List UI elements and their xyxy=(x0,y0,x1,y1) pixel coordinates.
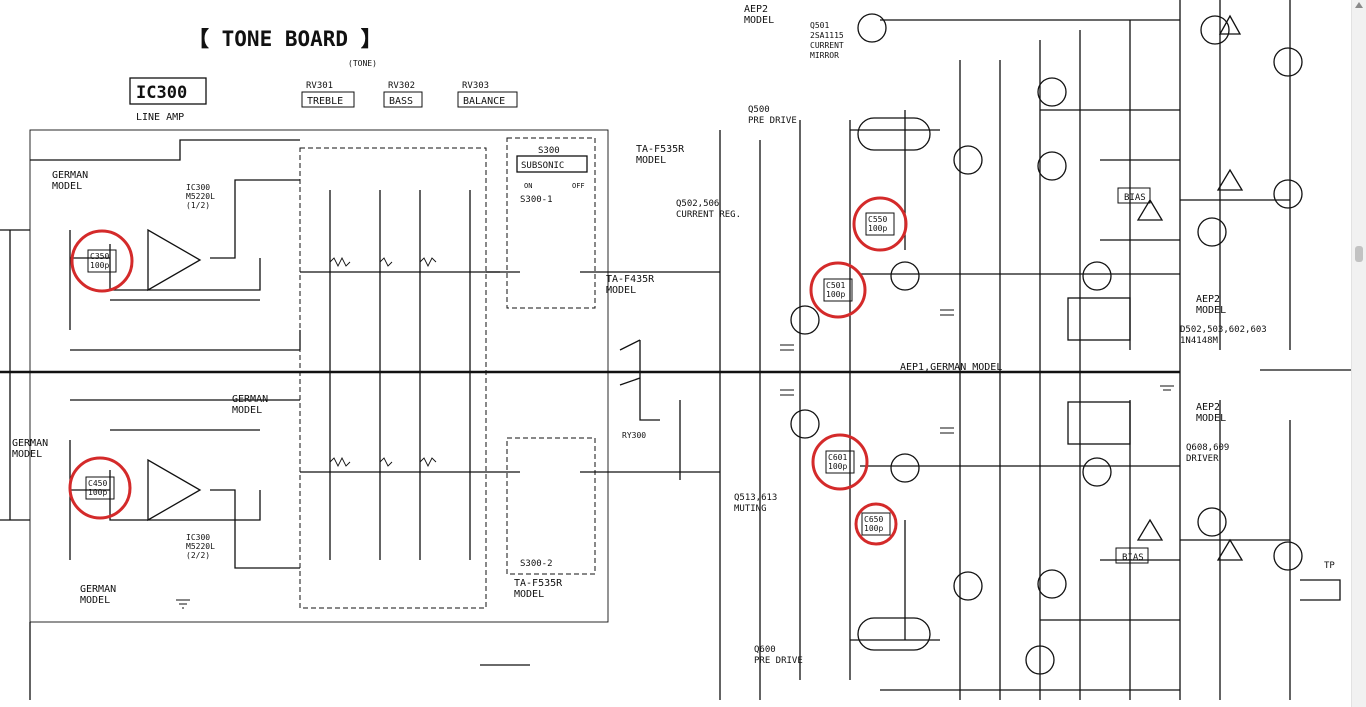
bias-label-lower: BIAS xyxy=(1122,553,1144,563)
diagram-title: 【 TONE BOARD 】 xyxy=(188,27,382,51)
model-aep1-german: AEP1,GERMAN MODEL xyxy=(900,362,1002,373)
ic300-sub-label: LINE AMP xyxy=(136,112,184,123)
capacitor-c350-box xyxy=(87,249,117,273)
capacitor-c601-value: 100p xyxy=(828,462,847,471)
test-point-tp: TP xyxy=(1324,561,1335,571)
capacitor-c501-box xyxy=(823,278,853,302)
control-box xyxy=(301,91,355,108)
capacitor-c501-value: 100p xyxy=(826,290,845,299)
capacitor-c450-value: 100p xyxy=(88,488,107,497)
control-ref-rv301: RV301 xyxy=(306,81,333,91)
bias-label-upper: BIAS xyxy=(1124,193,1146,203)
circled-components: C350100pC450100pC550100pC501100pC601100p… xyxy=(68,196,908,546)
capacitor-c650-box xyxy=(861,512,891,536)
capacitor-c350-ref: C350 xyxy=(90,252,109,261)
capacitor-c601-ref: C601 xyxy=(828,453,847,462)
s300-pole-2: S300-2 xyxy=(520,559,553,569)
scroll-thumb[interactable] xyxy=(1355,246,1363,262)
bias-box-lower xyxy=(1115,547,1149,564)
capacitor-c550-ref: C550 xyxy=(868,215,887,224)
control-ref-rv302: RV302 xyxy=(388,81,415,91)
capacitor-c450-ref: C450 xyxy=(88,479,107,488)
capacitor-c650-ref: C650 xyxy=(864,515,883,524)
bias-box-upper xyxy=(1117,187,1151,204)
control-box xyxy=(457,91,518,108)
s300-ref: S300 xyxy=(538,146,560,156)
s300-pole-1: S300-1 xyxy=(520,195,553,205)
scroll-up-icon[interactable] xyxy=(1355,2,1363,8)
control-name-bass: BASS xyxy=(389,96,413,107)
control-name-treble: TREBLE xyxy=(307,96,343,107)
capacitor-c550-box xyxy=(865,212,895,236)
control-name-balance: BALANCE xyxy=(463,96,505,107)
tone-label: (TONE) xyxy=(348,59,377,68)
s300-on: ON xyxy=(524,182,532,190)
vertical-scrollbar[interactable] xyxy=(1351,0,1366,707)
capacitor-c350-value: 100p xyxy=(90,261,109,270)
capacitor-c450-box xyxy=(85,476,115,500)
capacitor-c650-value: 100p xyxy=(864,524,883,533)
relay-ry300: RY300 xyxy=(622,431,646,440)
capacitor-c601-box xyxy=(825,450,855,474)
highlight-circle-c601 xyxy=(811,433,869,491)
ic300-label: IC300 xyxy=(136,83,187,103)
highlight-circle-c650 xyxy=(854,502,898,546)
highlight-circle-c501 xyxy=(809,261,867,319)
wiring xyxy=(0,0,1352,700)
control-box xyxy=(383,91,423,108)
highlight-circle-c450 xyxy=(68,456,132,520)
capacitor-c550-value: 100p xyxy=(868,224,887,233)
control-ref-rv303: RV303 xyxy=(462,81,489,91)
highlight-circle-c550 xyxy=(852,196,908,252)
highlight-circle-c350 xyxy=(70,229,134,293)
s300-off: OFF xyxy=(572,182,585,190)
s300-name: SUBSONIC xyxy=(521,161,564,171)
capacitor-c501-ref: C501 xyxy=(826,281,845,290)
